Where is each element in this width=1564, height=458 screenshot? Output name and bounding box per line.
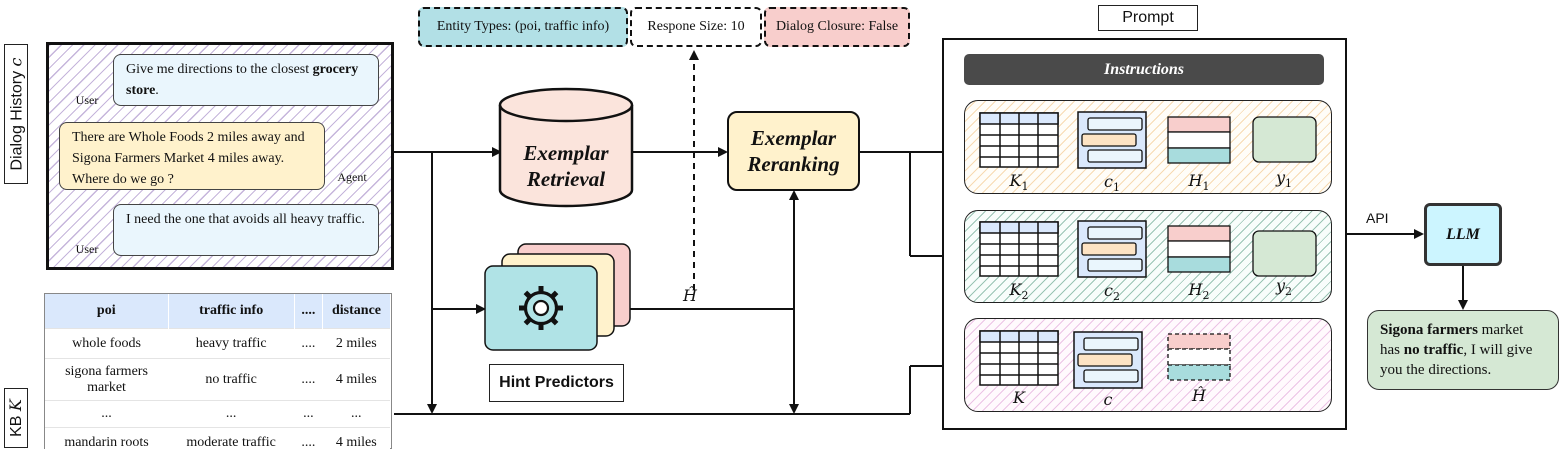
user-role-label-1: User — [75, 93, 99, 107]
api-label: API — [1366, 210, 1389, 226]
kb-header-traffic: traffic info — [168, 294, 295, 329]
kb-table-icon-3 — [979, 330, 1059, 386]
hint-response-size: Respone Size: 10 — [630, 7, 762, 47]
kb-header-ellipsis: .... — [294, 294, 324, 329]
dialog-icon-1 — [1077, 111, 1147, 169]
kb-cell: sigona farmers market — [45, 358, 169, 401]
dialog-history-side-label: Dialog History c — [4, 44, 28, 184]
hint-entity-types: Entity Types: (poi, traffic info) — [418, 7, 628, 47]
llm-output-bubble: Sigona farmers market has no traffic, I … — [1367, 310, 1559, 390]
user-turn-2: I need the one that avoids all heavy tra… — [113, 204, 379, 256]
table-row: sigona farmers market no traffic .... 4 … — [45, 358, 390, 401]
kb-cell: moderate traffic — [168, 427, 295, 458]
label-k2: K2 — [1009, 280, 1029, 303]
user-turn-1: Give me directions to the closest grocer… — [113, 54, 379, 106]
kb-cell: ... — [45, 400, 169, 428]
kb-cell: heavy traffic — [168, 328, 295, 359]
h-hat-symbol: Ĥ — [683, 286, 697, 305]
kb-header-row: poi traffic info .... distance — [45, 294, 390, 329]
dialog-icon-3 — [1073, 331, 1143, 389]
kb-header-distance: distance — [322, 294, 390, 329]
label-c1: c1 — [1104, 172, 1120, 195]
table-row: mandarin roots moderate traffic .... 4 m… — [45, 427, 390, 458]
kb-cell: ... — [322, 400, 390, 428]
label-h-hat: Ĥ — [1192, 386, 1206, 405]
label-y2: y2 — [1275, 276, 1293, 299]
hint-stack-dashed-icon — [1167, 333, 1231, 381]
dialog-icon-2 — [1077, 220, 1147, 278]
kb-table-icon-2 — [979, 221, 1059, 277]
label-c: c — [1103, 390, 1113, 409]
user-role-label-2: User — [75, 242, 99, 256]
kb-cell: 4 miles — [322, 358, 390, 401]
table-row: ... ... ... ... — [45, 400, 390, 428]
kb-cell: 2 miles — [322, 328, 390, 359]
kb-cell: .... — [294, 328, 323, 359]
label-h1: H1 — [1188, 171, 1210, 194]
hint-stack-icon-1 — [1167, 116, 1231, 164]
label-k: K — [1013, 388, 1025, 407]
label-k1: K1 — [1009, 171, 1029, 194]
kb-cell: ... — [168, 400, 295, 428]
exemplar-retrieval-label: Exemplar Retrieval — [523, 141, 609, 191]
kb-cell: whole foods — [45, 328, 169, 359]
agent-role-label: Agent — [337, 170, 367, 184]
exemplar-retrieval-cylinder — [498, 87, 634, 208]
kb-cell: 4 miles — [322, 427, 390, 458]
label-h2: H2 — [1188, 280, 1210, 303]
label-y1: y1 — [1275, 168, 1293, 191]
kb-table: poi traffic info .... distance whole foo… — [45, 294, 390, 458]
kb-cell: mandarin roots — [45, 427, 169, 458]
response-icon-1 — [1252, 116, 1317, 163]
hint-stack-icon-2 — [1167, 225, 1231, 273]
hint-predictors-label: Hint Predictors — [489, 364, 624, 402]
prompt-title: Prompt — [1098, 5, 1198, 31]
kb-cell: .... — [294, 358, 323, 401]
kb-cell: no traffic — [168, 358, 295, 401]
kb-side-label: KB K — [4, 388, 28, 448]
table-row: whole foods heavy traffic .... 2 miles — [45, 328, 390, 359]
llm-box: LLM — [1424, 203, 1502, 266]
response-icon-2 — [1252, 230, 1317, 277]
agent-turn: There are Whole Foods 2 miles away and S… — [59, 122, 325, 190]
kb-header-poi: poi — [45, 294, 169, 329]
label-c2: c2 — [1104, 281, 1120, 304]
exemplar-reranking-box: Exemplar Reranking — [727, 111, 860, 191]
kb-table-icon-1 — [979, 112, 1059, 168]
gear-icon — [519, 286, 563, 330]
kb-cell: .... — [294, 427, 323, 458]
hint-dialog-closure: Dialog Closure: False — [764, 7, 910, 47]
instructions-bar: Instructions — [964, 54, 1324, 85]
kb-cell: ... — [294, 400, 323, 428]
kb-table-frame: poi traffic info .... distance whole foo… — [44, 293, 392, 458]
